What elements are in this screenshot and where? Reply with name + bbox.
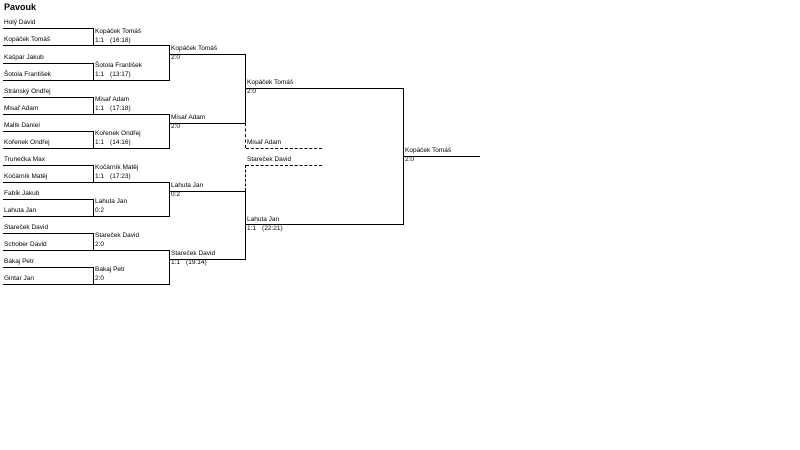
r2-score: 1:1(14:16) xyxy=(95,139,131,146)
r2-winner: Kopáček Tomáš xyxy=(95,28,142,35)
r3-winner: Kopáček Tomáš xyxy=(171,45,218,52)
bracket-line xyxy=(170,54,246,55)
bracket-line xyxy=(3,63,94,64)
bracket-line xyxy=(3,80,94,81)
r2-winner: Misař Adam xyxy=(95,96,130,103)
bracket-line xyxy=(3,45,94,46)
r1-player: Kašpar Jakub xyxy=(4,54,44,61)
r1-player: Holý David xyxy=(4,19,36,26)
r1-player: Kočárník Matěj xyxy=(4,173,48,180)
bracket-line xyxy=(93,63,94,80)
bracket-line xyxy=(94,148,170,149)
bracket-line xyxy=(3,131,94,132)
r2-winner: Stareček David xyxy=(95,232,140,239)
final-winner: Kopáček Tomáš xyxy=(405,147,452,154)
r1-player: Gintar Jan xyxy=(4,275,34,282)
bracket-line xyxy=(3,267,94,268)
r4-winner: Lahuta Jan xyxy=(247,216,280,223)
r1-player: Bakaj Petr xyxy=(4,258,34,265)
bracket-line xyxy=(3,182,94,183)
bracket-line xyxy=(3,284,94,285)
r1-player: Trunečka Max xyxy=(4,156,45,163)
r4-score: 2:0 xyxy=(247,88,257,95)
r1-player: Lahuta Jan xyxy=(4,207,37,214)
r1-player: Fabík Jakub xyxy=(4,190,40,197)
bracket-line xyxy=(94,80,170,81)
r4-score: 1:1(22:21) xyxy=(247,225,283,232)
bracket-line xyxy=(246,88,404,89)
bracket-line xyxy=(94,45,170,46)
third-place-player: Misař Adam xyxy=(247,139,282,146)
bracket-line xyxy=(245,191,246,259)
bracket-line xyxy=(3,97,94,98)
r3-winner: Stareček David xyxy=(171,250,216,257)
r2-score: 2:0 xyxy=(95,275,105,282)
r2-winner: Kočárník Matěj xyxy=(95,164,139,171)
r2-score: 1:1(17:23) xyxy=(95,173,131,180)
bracket-line xyxy=(3,165,94,166)
bracket-line xyxy=(3,148,94,149)
r3-score: 1:1(19:14) xyxy=(171,259,207,266)
bracket-line xyxy=(404,156,480,157)
bracket-line xyxy=(169,45,170,80)
bracket-line xyxy=(246,224,404,225)
bracket-line xyxy=(403,88,404,224)
r2-winner: Kořenek Ondřej xyxy=(95,130,141,137)
r3-score: 0:2 xyxy=(171,191,181,198)
r2-score: 1:1(13:17) xyxy=(95,71,131,78)
bracket-line xyxy=(93,97,94,114)
r1-player: Kořenek Ondřej xyxy=(4,139,50,146)
r1-player: Schober David xyxy=(4,241,47,248)
third-place-line xyxy=(246,148,322,149)
r1-player: Misař Adam xyxy=(4,105,39,112)
r3-score: 2:0 xyxy=(171,54,181,61)
r4-winner: Kopáček Tomáš xyxy=(247,79,294,86)
r1-player: Kopáček Tomáš xyxy=(4,36,51,43)
bracket-line xyxy=(94,114,170,115)
bracket-line xyxy=(93,165,94,182)
r1-player: Stránský Ondřej xyxy=(4,88,51,95)
r2-score: 2:0 xyxy=(95,241,105,248)
bracket-line xyxy=(170,259,246,260)
bracket-line xyxy=(3,233,94,234)
bracket-line xyxy=(3,28,94,29)
bracket-line xyxy=(93,267,94,284)
bracket-line xyxy=(93,233,94,250)
r3-score: 2:0 xyxy=(171,123,181,130)
final-score: 2:0 xyxy=(405,156,415,163)
bracket-line xyxy=(3,199,94,200)
bracket-line xyxy=(3,250,94,251)
r3-winner: Misař Adam xyxy=(171,114,206,121)
r2-winner: Šotola František xyxy=(95,62,142,69)
bracket-line xyxy=(169,182,170,216)
bracket-line xyxy=(93,199,94,216)
bracket-line xyxy=(245,54,246,123)
r2-score: 0:2 xyxy=(95,207,105,214)
bracket-line xyxy=(170,191,246,192)
bracket-line xyxy=(169,250,170,284)
r2-winner: Lahuta Jan xyxy=(95,198,128,205)
third-place-player: Stareček David xyxy=(247,156,292,163)
bracket-line xyxy=(94,216,170,217)
bracket-line xyxy=(170,123,246,124)
bracket-line xyxy=(3,114,94,115)
third-place-line xyxy=(245,123,246,148)
third-place-line xyxy=(246,165,322,166)
r2-winner: Bakaj Petr xyxy=(95,266,125,273)
third-place-line xyxy=(245,165,246,191)
r1-player: Šotola František xyxy=(4,71,51,78)
bracket-line xyxy=(3,216,94,217)
r3-winner: Lahuta Jan xyxy=(171,182,204,189)
bracket-line xyxy=(169,114,170,148)
bracket-line xyxy=(93,131,94,148)
bracket-line xyxy=(94,250,170,251)
page-title: Pavouk xyxy=(4,2,37,12)
r1-player: Stareček David xyxy=(4,224,49,231)
r2-score: 1:1(16:18) xyxy=(95,37,131,44)
bracket-line xyxy=(94,182,170,183)
bracket-line xyxy=(93,28,94,45)
bracket-line xyxy=(94,284,170,285)
r1-player: Malík Daniel xyxy=(4,122,40,129)
r2-score: 1:1(17:18) xyxy=(95,105,131,112)
